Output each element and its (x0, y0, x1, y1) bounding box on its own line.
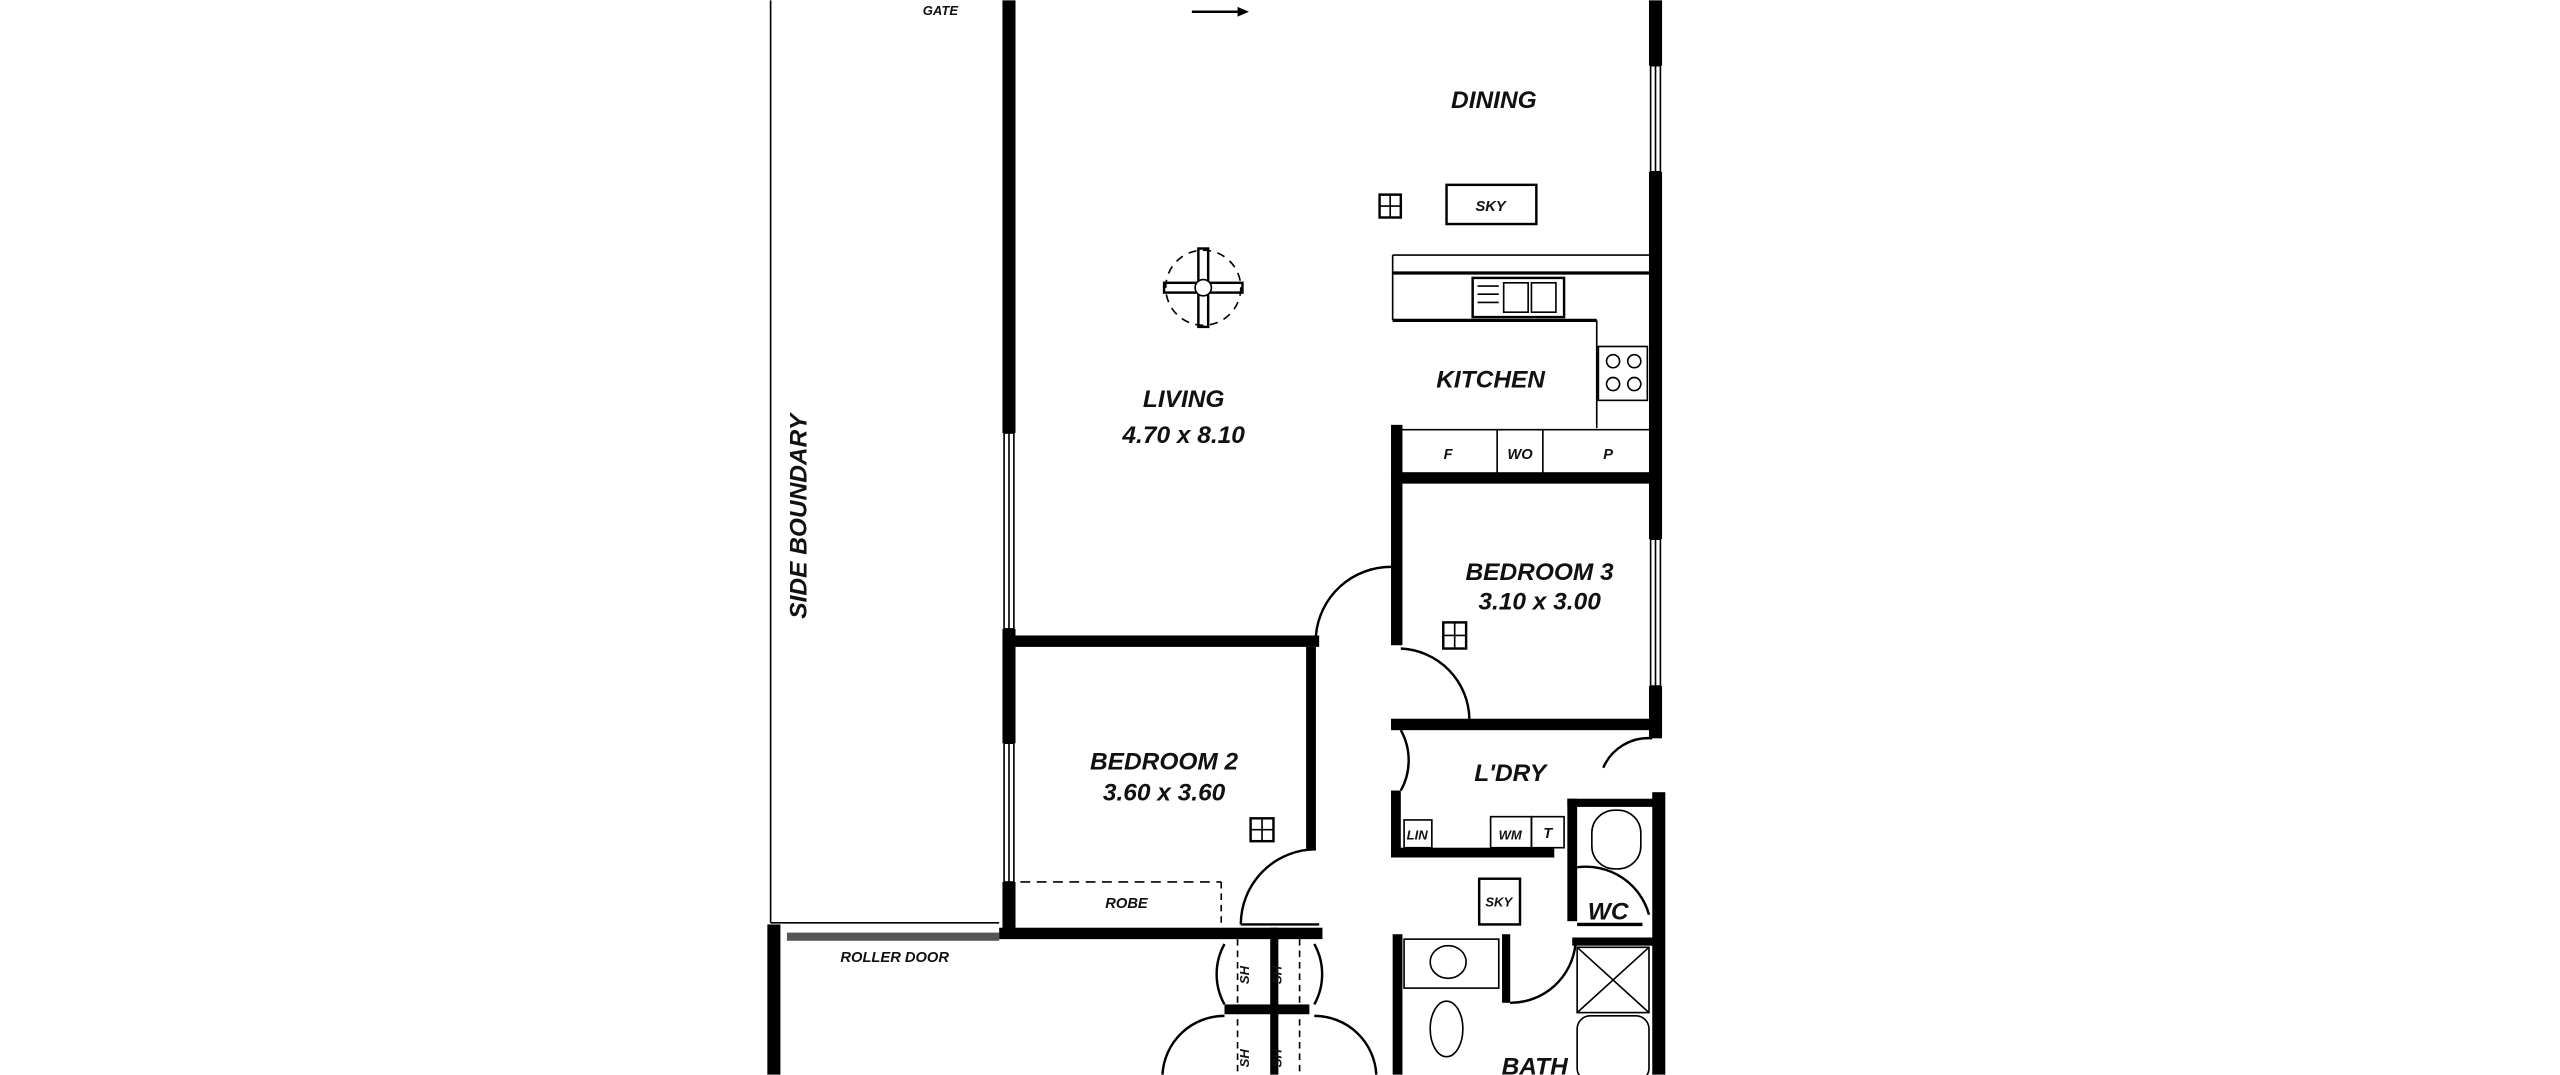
shelf-label: SH (1270, 965, 1285, 984)
washing-machine-label: WM (1499, 828, 1523, 843)
shelf-label: SH (1237, 1049, 1252, 1068)
skylight-hall (1477, 877, 1522, 926)
light-fitting-icon (1378, 193, 1403, 219)
light-fitting-icon (1442, 621, 1468, 650)
room-size-living: 4.70 x 8.10 (1121, 422, 1245, 449)
pantry-row (1391, 424, 1659, 646)
skylight-hall-label: SKY (1485, 894, 1513, 909)
room-size-bedroom3: 3.10 x 3.00 (1478, 588, 1601, 615)
room-label-living: LIVING (1143, 386, 1225, 413)
bedroom2-walls (1015, 565, 1471, 928)
entry-arrow-icon (1191, 6, 1249, 17)
sink-icon (1471, 276, 1566, 319)
side-boundary-lines (767, 0, 1000, 1075)
skylight-dining (1445, 183, 1538, 226)
linen-label: LIN (1407, 828, 1429, 843)
room-size-bedroom2: 3.60 x 3.60 (1103, 779, 1226, 806)
room-label-bath: BATH (1502, 1054, 1569, 1075)
light-fitting-icon (1249, 817, 1275, 843)
pantry-label: P (1603, 447, 1613, 463)
kitchen-bench (1391, 254, 1649, 429)
room-label-dining: DINING (1451, 87, 1537, 114)
skylight-label: SKY (1476, 199, 1507, 215)
room-label-bedroom2: BEDROOM 2 (1090, 748, 1239, 775)
bathroom-walls (1392, 934, 1658, 1075)
gate-label: GATE (923, 3, 960, 18)
roller-door-label: ROLLER DOOR (840, 950, 949, 966)
laundry-walls (1391, 718, 1659, 927)
bathtub-icon (1576, 1015, 1650, 1075)
room-label-kitchen: KITCHEN (1436, 366, 1546, 393)
robe-label: ROBE (1105, 896, 1149, 912)
side-boundary-label: SIDE BOUNDARY (786, 411, 813, 619)
room-label-bedroom3: BEDROOM 3 (1465, 559, 1614, 586)
east-wall (1648, 0, 1666, 1075)
wall-oven-label: WO (1507, 447, 1533, 463)
toilet-icon (1429, 1000, 1464, 1058)
room-label-wc: WC (1588, 899, 1629, 926)
ceiling-fan-icon (1162, 247, 1244, 329)
linen-cupboards (1161, 927, 1378, 1075)
trough-label: T (1543, 826, 1553, 842)
toilet-icon (1591, 809, 1642, 870)
shelf-label: SH (1237, 965, 1252, 984)
shelf-label: SH (1270, 1049, 1285, 1068)
cooktop-icon (1597, 345, 1649, 402)
fridge-label: F (1444, 447, 1454, 463)
room-label-laundry: L'DRY (1474, 760, 1549, 787)
west-wall (999, 0, 1323, 940)
